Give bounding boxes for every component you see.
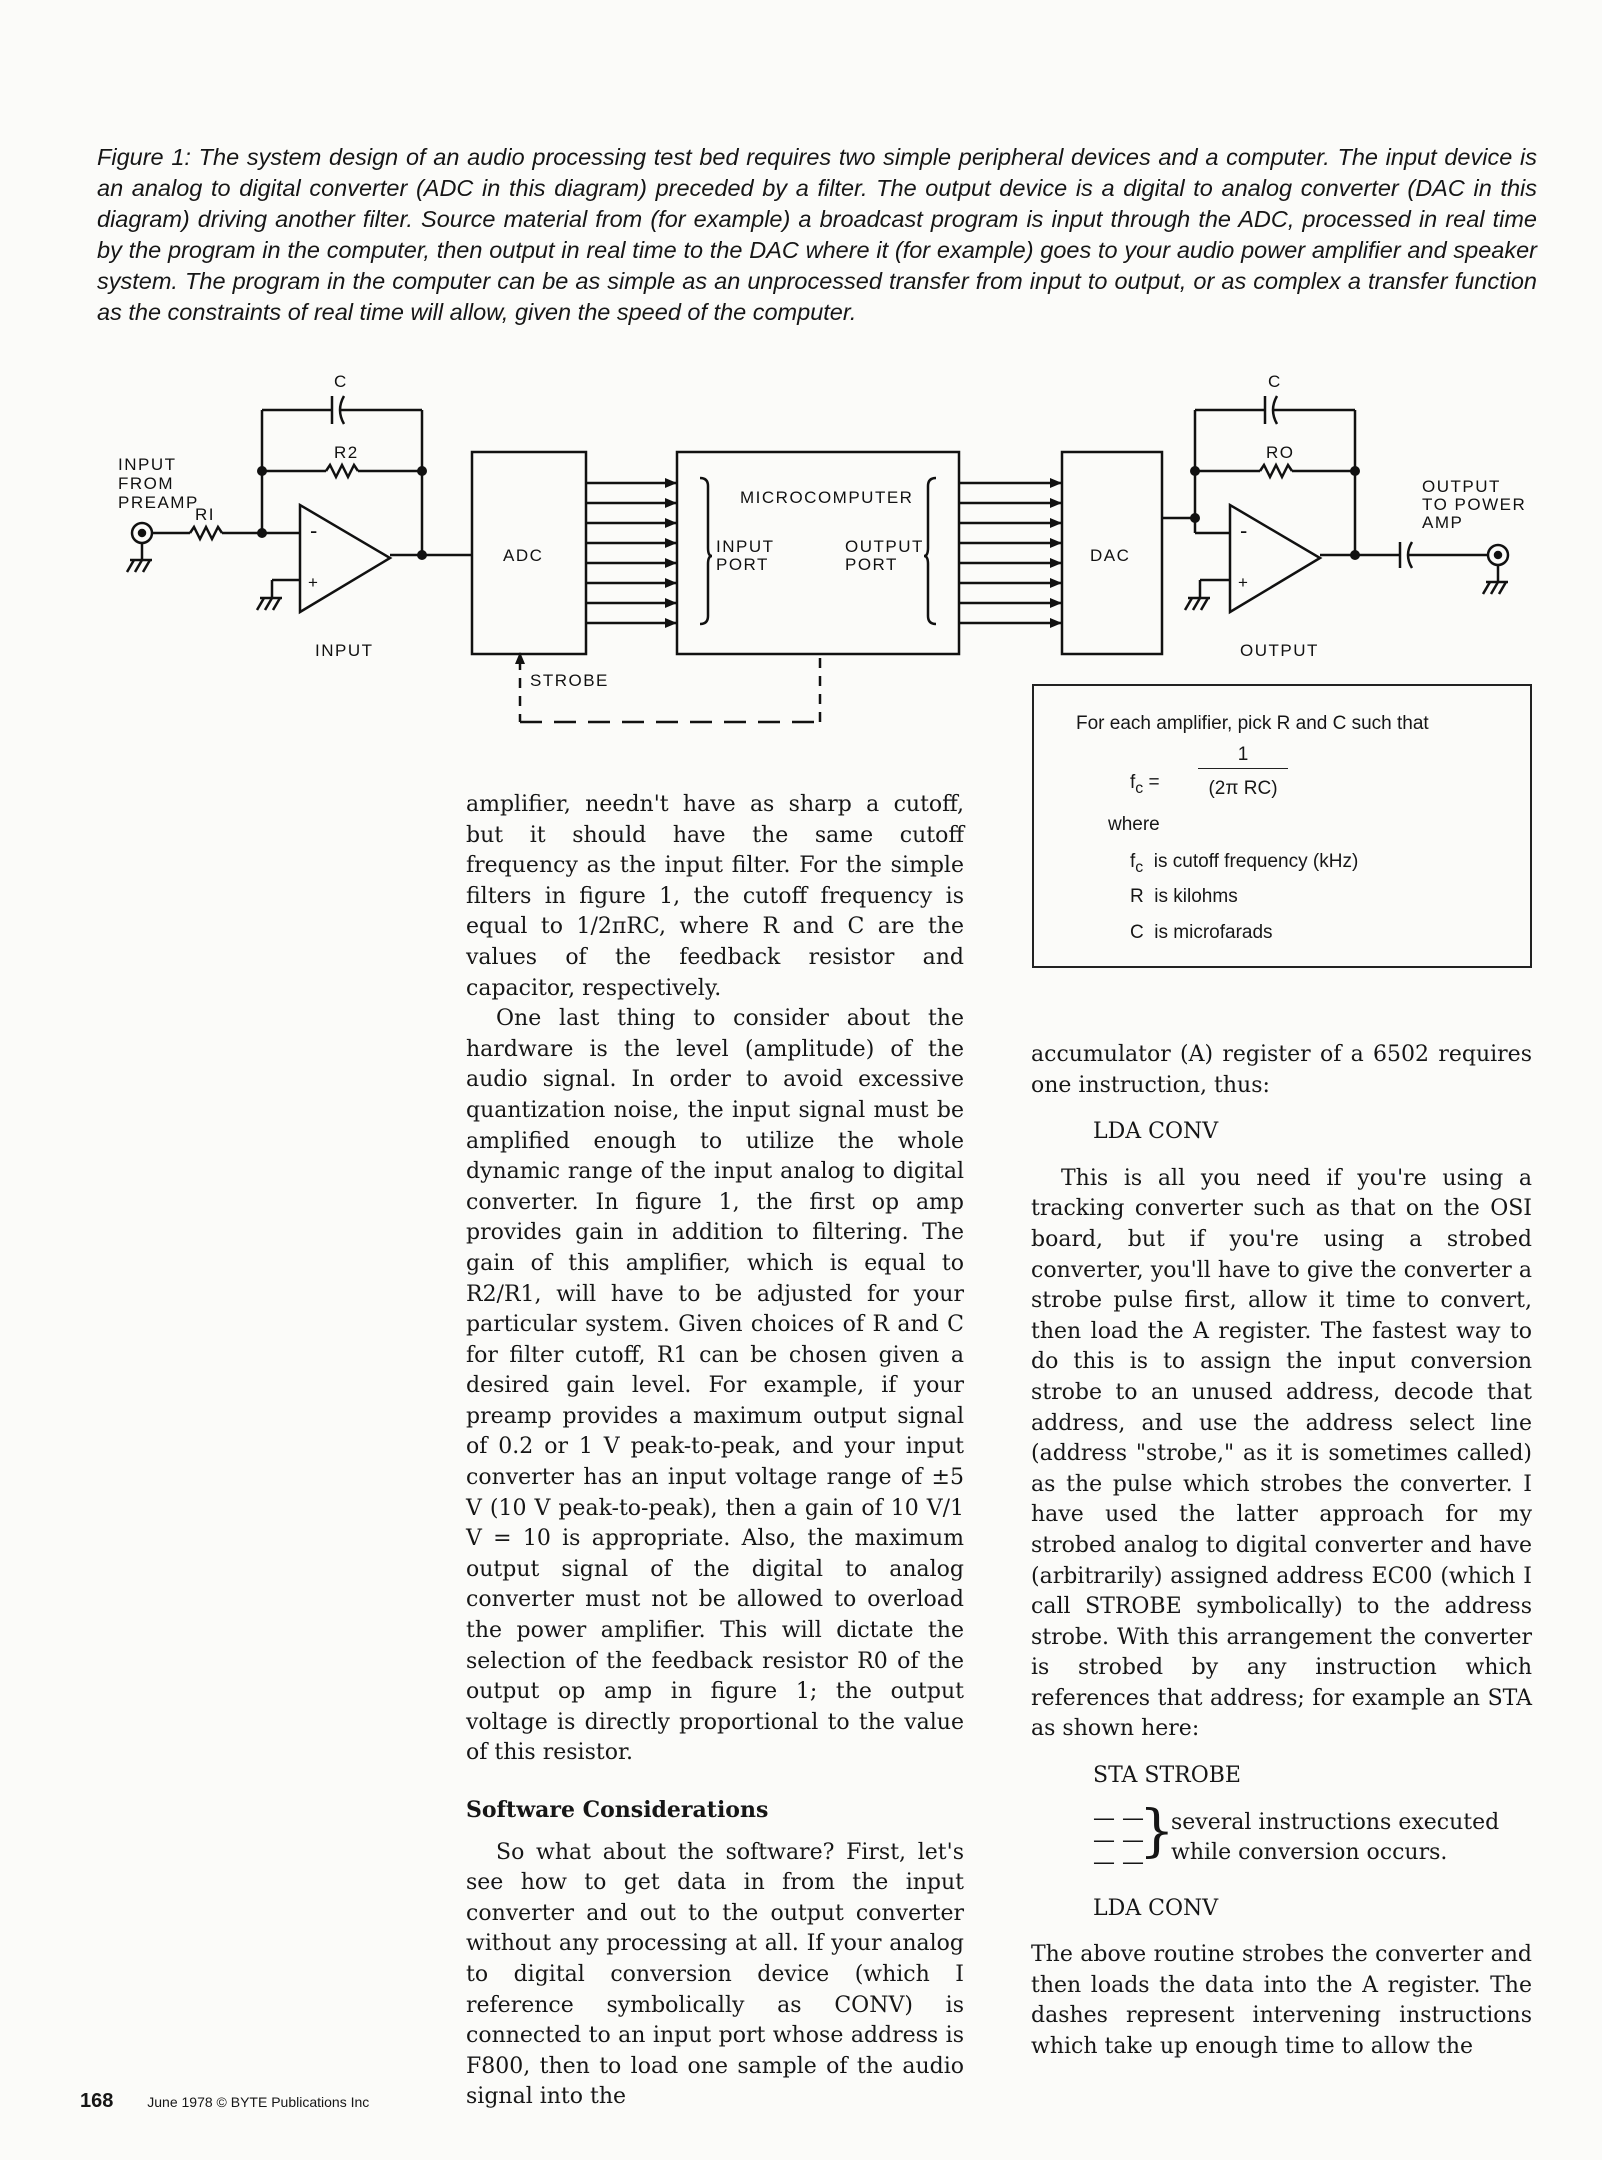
label-input-from-2: FROM [118,474,174,493]
bus-arrow [1050,558,1062,568]
right-paragraph-2: This is all you need if you're using a t… [1031,1165,1532,1742]
label-input-from-1: INPUT [118,455,177,474]
bus-arrow [665,578,677,588]
label-c-right: C [1268,372,1282,391]
right-paragraph-1: accumulator (A) register of a 6502 requi… [1031,1042,1532,1098]
brace-note-2: while conversion occurs. [1171,1839,1448,1865]
bus-arrow [665,498,677,508]
dash-2: — — [1093,1827,1144,1853]
label-output-port-1: OUTPUT [845,537,924,556]
brace-icon: } [1139,1798,1175,1864]
bus-arrow [1050,618,1062,628]
bus-arrow [1050,518,1062,528]
label-adc: ADC [503,546,543,565]
formula-where: where [1108,814,1160,835]
bus-arrow [665,518,677,528]
label-output-to-1: OUTPUT [1422,477,1501,496]
bus-arrow [665,558,677,568]
formula-row-c: C is microfarads [1130,922,1273,943]
formula-denominator: (2π RC) [1208,778,1278,799]
bus-arrow [1050,478,1062,488]
bus-arrow [665,478,677,488]
label-output-port-2: PORT [845,555,898,574]
code-sta-strobe: STA STROBE [1093,1763,1241,1789]
formula-intro: For each amplifier, pick R and C such th… [1076,713,1429,734]
bus-arrow [665,618,677,628]
left-paragraph-1: amplifier, needn't have as sharp a cutof… [466,792,964,1001]
label-input-port-1: INPUT [716,537,775,556]
label-input-from-3: PREAMP [118,493,199,512]
label-output-amp: OUTPUT [1240,641,1319,660]
label-microcomputer: MICROCOMPUTER [740,488,913,507]
label-output-to-3: AMP [1422,513,1463,532]
bus-arrow [1050,578,1062,588]
formula-fc: fc = [1130,772,1160,797]
label-dac: DAC [1090,546,1130,565]
bus-arrow [665,538,677,548]
code-lda-conv-1: LDA CONV [1093,1119,1219,1145]
right-paragraph-3: The above routine strobes the converter … [1031,1942,1532,2060]
brace-note-1: several instructions executed [1171,1809,1500,1835]
bus-arrow [1050,498,1062,508]
left-paragraph-3: So what about the software? First, let's… [466,1839,964,2110]
label-c-left: C [334,372,348,391]
bus-arrow [665,598,677,608]
label-minus-right: - [1240,518,1249,543]
section-heading: Software Considerations [466,1797,769,1823]
formula-numerator: 1 [1198,744,1288,769]
label-plus-left: + [308,573,319,592]
code-lda-conv-2: LDA CONV [1093,1895,1219,1921]
label-plus-right: + [1238,573,1249,592]
formula-row-r: R is kilohms [1130,886,1238,907]
label-r2: R2 [334,443,359,462]
right-column: accumulator (A) register of a 6502 requi… [1031,1040,1532,2063]
label-ri: RI [195,505,215,524]
label-output-to-2: TO POWER [1422,495,1526,514]
dash-1: — — [1093,1805,1144,1831]
label-strobe: STROBE [530,671,609,690]
figure-caption: Figure 1: The system design of an audio … [97,144,1537,325]
left-column: amplifier, needn't have as sharp a cutof… [466,790,964,2113]
system-diagram: INPUT FROM PREAMP RI C R2 - + INPUT ADC … [118,372,1526,724]
label-input-amp: INPUT [315,641,374,660]
label-input-port-2: PORT [716,555,769,574]
dash-3: — — [1093,1849,1144,1875]
label-minus-left: - [310,518,319,543]
formula-box: For each amplifier, pick R and C such th… [1032,684,1532,968]
left-paragraph-2: One last thing to consider about the har… [466,1006,964,1766]
bus-arrow [1050,598,1062,608]
bus-arrow [1050,538,1062,548]
instruction-brace-block: — — — — — — } several instructions execu… [1031,1801,1532,1878]
label-ro: RO [1266,443,1295,462]
publication-credit: June 1978 © BYTE Publications Inc [147,2094,370,2110]
page-number: 168 [80,2090,114,2112]
formula-row-fc: fc is cutoff frequency (kHz) [1130,851,1359,876]
page-footer: 168 June 1978 © BYTE Publications Inc [80,2090,369,2113]
